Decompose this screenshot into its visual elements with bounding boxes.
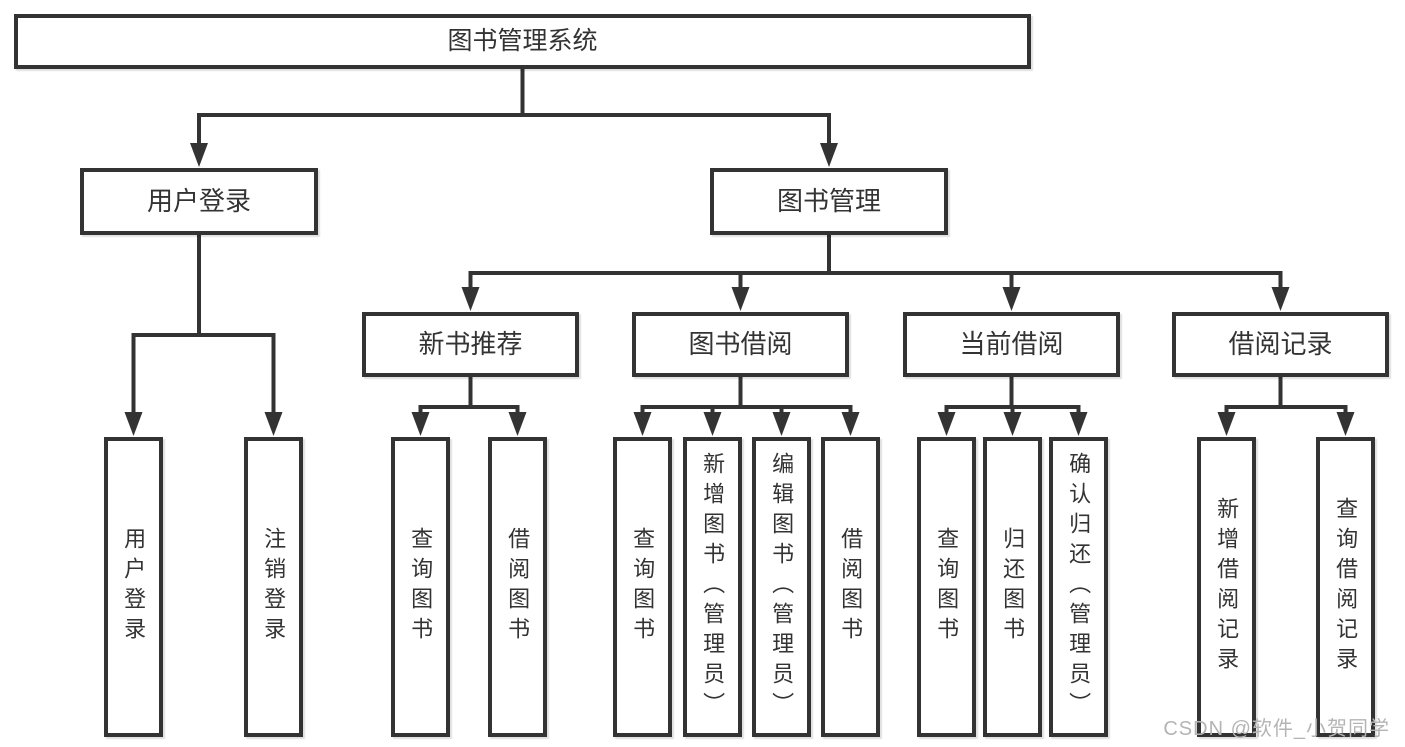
node-label-library-management-system: 图书管理系统 bbox=[447, 27, 598, 56]
node-label-borrowing-records: 借阅记录 bbox=[1228, 328, 1333, 359]
node-leaf-add-borrow-record: 新增借阅记录 bbox=[1197, 437, 1256, 737]
node-leaf-user-login: 用户登录 bbox=[104, 437, 163, 737]
arrowhead-to-leaf-add-books-admin bbox=[703, 412, 722, 436]
node-leaf-borrow-books: 借阅图书 bbox=[821, 437, 880, 737]
node-leaf-confirm-return-admin: 确认归还（管理员） bbox=[1049, 437, 1108, 737]
arrowhead-to-new-book-recommendation bbox=[461, 287, 480, 311]
node-label-book-management: 图书管理 bbox=[776, 185, 881, 216]
arrowhead-to-user-login bbox=[190, 143, 208, 167]
node-label-leaf-return-books: 归还图书 bbox=[1000, 527, 1026, 647]
node-label-leaf-query-books-current: 查询图书 bbox=[934, 527, 960, 647]
node-leaf-return-books: 归还图书 bbox=[983, 437, 1042, 737]
node-label-leaf-add-borrow-record: 新增借阅记录 bbox=[1214, 497, 1240, 677]
node-label-leaf-confirm-return-admin: 确认归还（管理员） bbox=[1066, 452, 1092, 722]
arrowhead-to-leaf-borrow-books-recommend bbox=[508, 412, 527, 436]
node-label-new-book-recommendation: 新书推荐 bbox=[418, 328, 523, 359]
node-leaf-query-books-current: 查询图书 bbox=[917, 437, 976, 737]
arrowhead-to-leaf-return-books bbox=[1003, 412, 1022, 436]
arrowhead-to-leaf-logout bbox=[264, 412, 283, 436]
arrowhead-to-leaf-confirm-return-admin bbox=[1069, 412, 1088, 436]
node-label-current-borrowing: 当前借阅 bbox=[959, 328, 1064, 359]
node-label-leaf-logout: 注销登录 bbox=[261, 527, 287, 647]
arrowhead-to-leaf-query-borrow-record bbox=[1336, 412, 1355, 436]
node-leaf-add-books-admin: 新增图书（管理员） bbox=[683, 437, 742, 737]
arrowhead-to-borrowing-records bbox=[1271, 287, 1290, 311]
node-label-book-borrowing: 图书借阅 bbox=[688, 328, 793, 359]
node-label-leaf-borrow-books-recommend: 借阅图书 bbox=[505, 527, 531, 647]
node-label-leaf-user-login: 用户登录 bbox=[121, 527, 147, 647]
arrowhead-to-leaf-query-books-current bbox=[937, 412, 956, 436]
node-leaf-query-books-recommend: 查询图书 bbox=[391, 437, 450, 737]
node-new-book-recommendation: 新书推荐 bbox=[362, 312, 579, 377]
node-leaf-edit-books-admin: 编辑图书（管理员） bbox=[752, 437, 811, 737]
node-user-login: 用户登录 bbox=[80, 168, 318, 235]
arrowhead-to-leaf-borrow-books bbox=[841, 412, 860, 436]
node-library-management-system: 图书管理系统 bbox=[14, 14, 1031, 69]
node-current-borrowing: 当前借阅 bbox=[903, 312, 1120, 377]
arrowhead-to-leaf-query-books-recommend bbox=[411, 412, 430, 436]
arrowhead-to-leaf-add-borrow-record bbox=[1217, 412, 1236, 436]
arrowhead-to-book-borrowing bbox=[731, 287, 750, 311]
node-label-leaf-query-borrow-record: 查询借阅记录 bbox=[1333, 497, 1359, 677]
node-leaf-query-books-borrowing: 查询图书 bbox=[613, 437, 672, 737]
arrowhead-to-leaf-query-books-borrowing bbox=[633, 412, 652, 436]
node-label-user-login: 用户登录 bbox=[146, 185, 251, 216]
node-label-leaf-query-books-recommend: 查询图书 bbox=[408, 527, 434, 647]
node-label-leaf-borrow-books: 借阅图书 bbox=[838, 527, 864, 647]
node-leaf-logout: 注销登录 bbox=[244, 437, 303, 737]
node-leaf-borrow-books-recommend: 借阅图书 bbox=[488, 437, 547, 737]
node-book-borrowing: 图书借阅 bbox=[632, 312, 849, 377]
arrowhead-to-leaf-user-login bbox=[124, 412, 143, 436]
node-label-leaf-add-books-admin: 新增图书（管理员） bbox=[700, 452, 726, 722]
node-label-leaf-query-books-borrowing: 查询图书 bbox=[630, 527, 656, 647]
arrowhead-to-book-management bbox=[820, 143, 838, 167]
arrowhead-to-leaf-edit-books-admin bbox=[772, 412, 791, 436]
node-book-management: 图书管理 bbox=[710, 168, 948, 235]
node-leaf-query-borrow-record: 查询借阅记录 bbox=[1316, 437, 1375, 737]
node-borrowing-records: 借阅记录 bbox=[1172, 312, 1389, 377]
node-label-leaf-edit-books-admin: 编辑图书（管理员） bbox=[769, 452, 795, 722]
arrowhead-to-current-borrowing bbox=[1002, 287, 1021, 311]
